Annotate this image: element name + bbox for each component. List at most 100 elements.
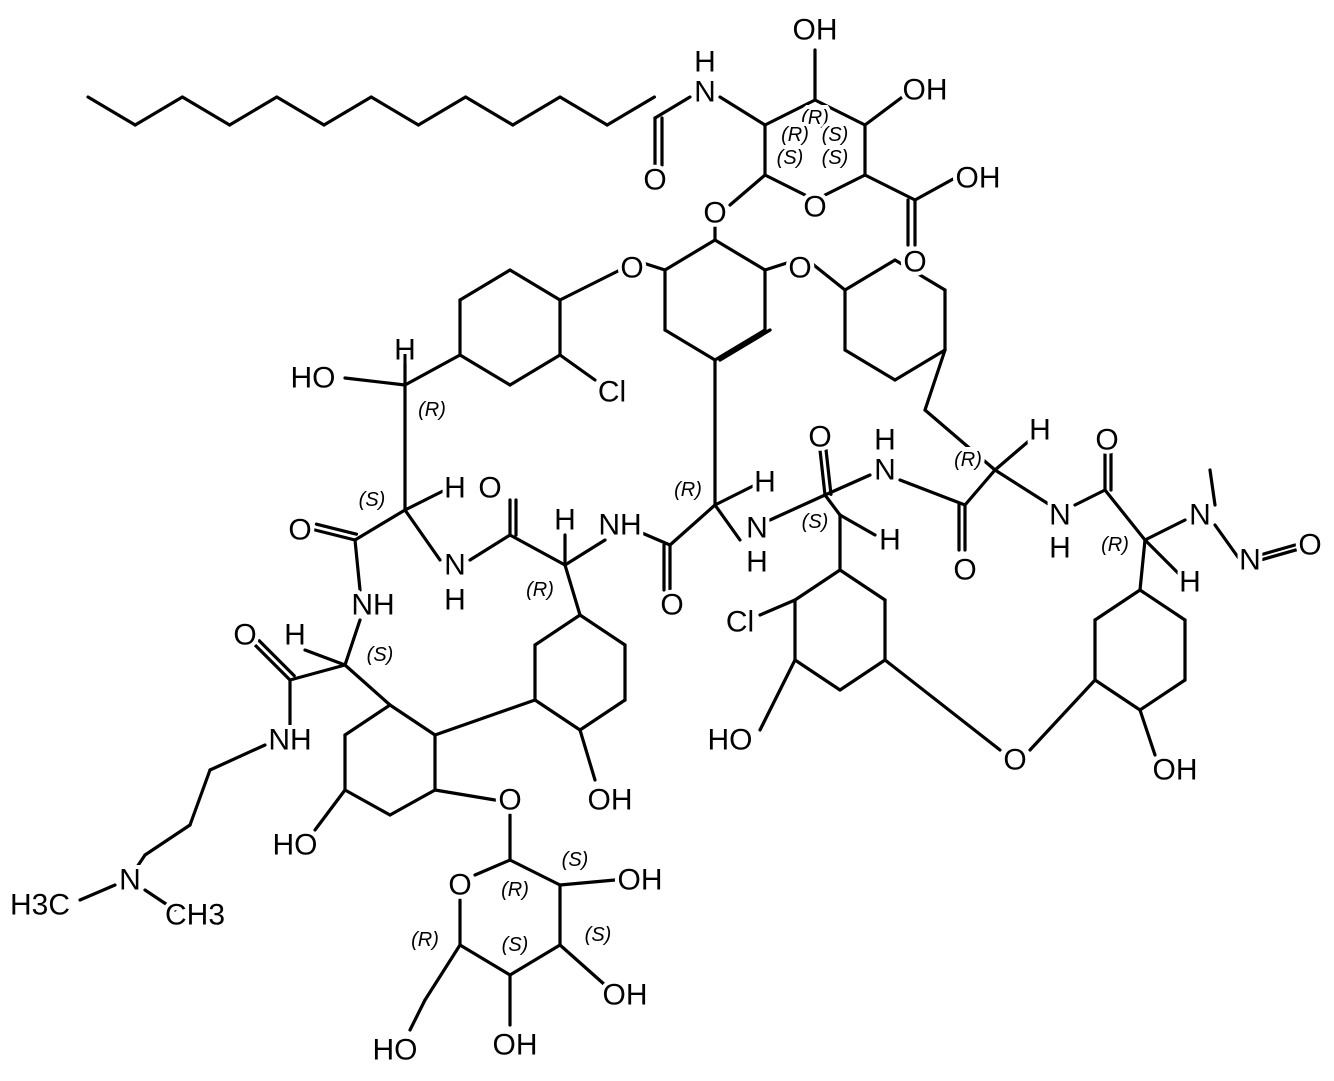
bond <box>578 698 627 732</box>
stereo-label-s-top-r2: (R) <box>781 124 809 146</box>
bond <box>314 522 359 536</box>
bond <box>257 639 296 678</box>
atom-label-o-ether-left: O <box>620 252 643 285</box>
bond <box>188 768 212 827</box>
bond <box>1258 543 1297 557</box>
bond <box>303 648 347 667</box>
atom-label-oh-s3: OH <box>493 1029 538 1062</box>
atom-label-o-sugar-link: O <box>498 784 521 817</box>
stereo-label-r1: (R) <box>418 399 446 421</box>
atom-label-ho-ch2: HO <box>373 1034 418 1067</box>
bond <box>1138 588 1187 622</box>
bond <box>343 376 407 387</box>
bond <box>343 788 392 817</box>
bond <box>578 728 597 782</box>
bond <box>763 98 817 127</box>
atom-label-nh2-n: N <box>444 549 466 582</box>
atom-label-cooh: OH <box>956 162 1001 195</box>
bond <box>808 260 847 292</box>
bond <box>713 238 767 272</box>
atom-label-cl-top: Cl <box>598 376 626 409</box>
bond <box>713 483 757 507</box>
bond <box>508 268 562 302</box>
atom-label-nh-top: H <box>694 46 716 79</box>
stereo-label-g-s1: (S) <box>562 849 589 871</box>
atom-label-nh7: NH <box>268 724 311 757</box>
bond <box>813 98 867 127</box>
atom-label-cl-bottom: Cl <box>726 606 754 639</box>
atom-label-h-r3: H <box>754 466 776 499</box>
bond <box>923 408 997 472</box>
bond <box>388 703 437 737</box>
atom-label-ho-ringC: HO <box>708 724 753 757</box>
bond <box>1073 488 1107 507</box>
atom-label-n-top: N <box>694 76 716 109</box>
bond <box>923 348 947 412</box>
atom-label-h-r2: H <box>554 504 576 537</box>
bond <box>533 613 582 647</box>
bond <box>508 353 562 387</box>
bond <box>663 238 717 272</box>
stereo-label-s1: (S) <box>359 489 386 511</box>
atom-label-nh3: NH <box>598 509 641 542</box>
bond <box>1259 548 1298 562</box>
atom-label-oh-c3: OH <box>793 14 838 47</box>
bond <box>403 488 447 512</box>
bond <box>1103 488 1147 542</box>
bond <box>893 348 947 382</box>
bond <box>133 95 184 127</box>
bond <box>1138 538 1147 592</box>
atom-label-n-methyl: N <box>1189 499 1211 532</box>
bond <box>1093 588 1142 622</box>
atom-label-nh6-n: N <box>1049 499 1071 532</box>
bond <box>533 698 582 732</box>
bond <box>408 998 427 1032</box>
bond <box>86 95 137 127</box>
bond <box>313 528 357 542</box>
atom-label-o-nitroso: O <box>1298 529 1321 562</box>
bond <box>838 658 887 692</box>
bond <box>663 328 717 362</box>
bond <box>605 95 657 127</box>
bond <box>993 438 1032 472</box>
atom-label-h-r4: H <box>1029 414 1051 447</box>
bond <box>1213 523 1242 562</box>
bond <box>793 658 842 692</box>
atom-label-o-ring-sugar2: O <box>448 869 471 902</box>
atom-label-h-s2: H <box>879 524 901 557</box>
stereo-label-g-r2: (R) <box>411 929 439 951</box>
bond <box>883 658 1002 752</box>
bond <box>818 448 827 497</box>
bond <box>458 353 512 387</box>
bond <box>353 538 362 592</box>
bond <box>1028 678 1097 752</box>
bond <box>1093 678 1142 712</box>
atom-label-o-ether-right: O <box>788 252 811 285</box>
bond <box>343 618 362 667</box>
stereo-label-s3: (S) <box>367 644 394 666</box>
bond <box>793 568 842 602</box>
bond <box>638 260 667 272</box>
bond <box>343 703 392 737</box>
bond <box>728 173 767 207</box>
bond <box>763 173 817 202</box>
atom-label-o-amide3: O <box>660 589 683 622</box>
atom-label-nh1: NH <box>351 589 394 622</box>
bond <box>388 788 437 817</box>
bond <box>313 788 347 832</box>
bond <box>1208 468 1217 507</box>
bond <box>275 95 326 127</box>
stereo-label-s2: (S) <box>802 511 829 533</box>
stereo-label-r3: (R) <box>674 479 702 501</box>
atom-label-o-cooh: O <box>903 246 926 279</box>
bond <box>563 538 607 567</box>
atom-label-o-amide7: O <box>233 619 256 652</box>
bond <box>1143 538 1182 577</box>
atom-label-h-s3: H <box>284 619 306 652</box>
atom-label-o-amide-lipid: O <box>643 164 666 197</box>
atom-label-oh-ringB: OH <box>588 784 633 817</box>
atom-label-h-s1: H <box>444 472 466 505</box>
atom-label-o-amide1: O <box>288 514 311 547</box>
bond <box>913 176 957 202</box>
